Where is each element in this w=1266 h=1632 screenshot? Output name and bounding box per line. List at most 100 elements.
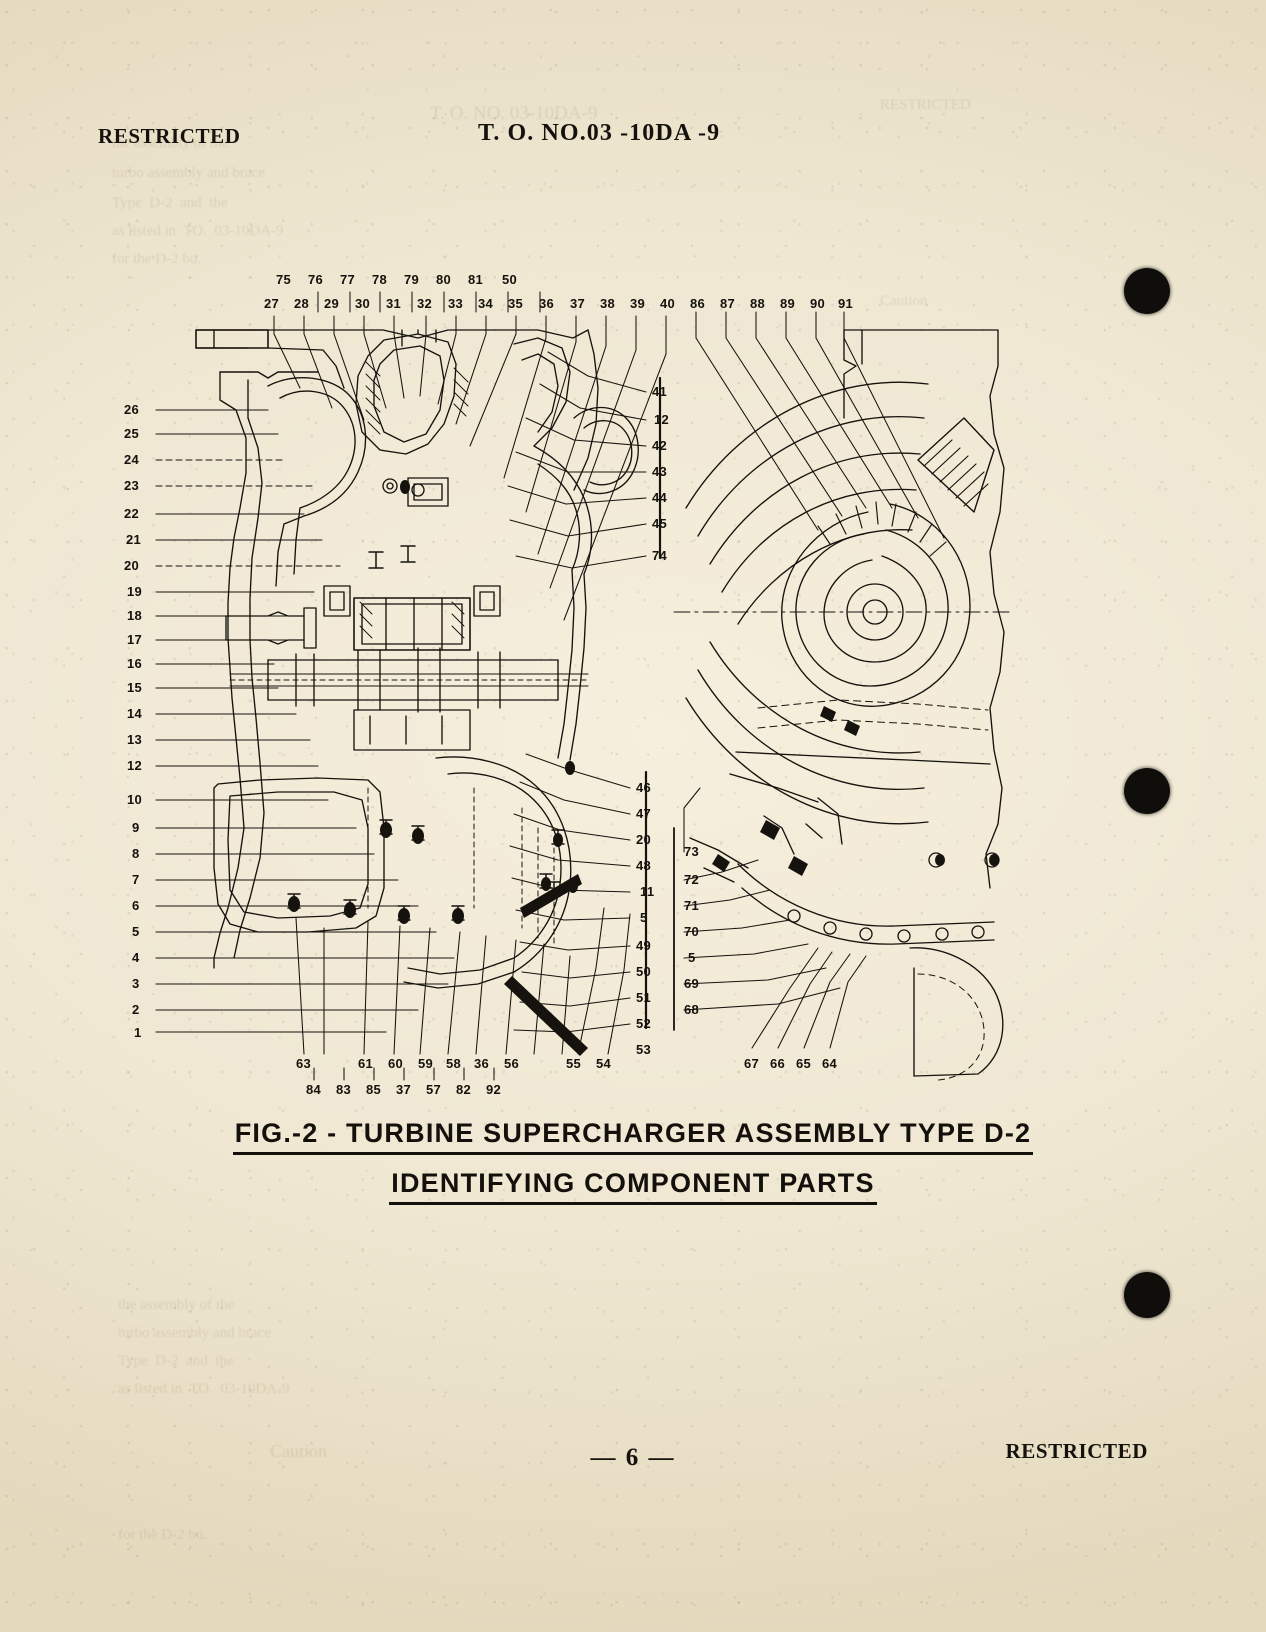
callout-55: 55 — [566, 1056, 582, 1071]
callout-6: 6 — [132, 898, 140, 913]
callout-7: 7 — [132, 872, 140, 887]
callout-44: 44 — [652, 490, 668, 505]
callout-92: 92 — [486, 1082, 502, 1097]
callout-75: 75 — [276, 272, 292, 287]
callout-73: 73 — [684, 844, 700, 859]
callout-87: 87 — [720, 296, 736, 311]
callout-39: 39 — [630, 296, 646, 311]
callout-65: 65 — [796, 1056, 812, 1071]
figure-turbine-supercharger-assembly: 75 76 77 78 79 80 81 50 27 28 29 30 31 3… — [118, 268, 1018, 1098]
callout-76: 76 — [308, 272, 324, 287]
callout-1: 1 — [134, 1025, 142, 1040]
callout-60: 60 — [388, 1056, 404, 1071]
callout-42: 42 — [652, 438, 668, 453]
callout-33: 33 — [448, 296, 464, 311]
callout-84: 84 — [306, 1082, 322, 1097]
callout-23: 23 — [124, 478, 140, 493]
callout-68: 68 — [684, 1002, 700, 1017]
figure-caption-line-2: IDENTIFYING COMPONENT PARTS — [389, 1168, 877, 1205]
callout-47: 47 — [636, 806, 652, 821]
callout-35: 35 — [508, 296, 524, 311]
callout-80: 80 — [436, 272, 452, 287]
callout-58: 58 — [446, 1056, 462, 1071]
callout-32: 32 — [417, 296, 433, 311]
technical-order-number: T. O. NO.03 -10DA -9 — [478, 120, 721, 146]
classification-footer: RESTRICTED — [1005, 1439, 1148, 1463]
callout-12: 12 — [127, 758, 143, 773]
callout-45: 45 — [652, 516, 668, 531]
figure-caption: FIG.-2 - TURBINE SUPERCHARGER ASSEMBLY T… — [0, 1118, 1266, 1205]
callout-61: 61 — [358, 1056, 374, 1071]
callout-69: 69 — [684, 976, 700, 991]
callout-79: 79 — [404, 272, 420, 287]
figure-caption-line-1: FIG.-2 - TURBINE SUPERCHARGER ASSEMBLY T… — [232, 1118, 1034, 1155]
callout-59: 59 — [418, 1056, 434, 1071]
callout-20-center: 20 — [636, 832, 652, 847]
callout-46: 46 — [636, 780, 652, 795]
callout-83: 83 — [336, 1082, 352, 1097]
callout-54: 54 — [596, 1056, 612, 1071]
callout-57: 57 — [426, 1082, 442, 1097]
callout-28: 28 — [294, 296, 310, 311]
callout-49: 49 — [636, 938, 652, 953]
callout-50: 50 — [636, 964, 652, 979]
bleed-line: as listed in TO. 03-10DA-9 — [118, 1381, 290, 1397]
callout-17: 17 — [127, 632, 143, 647]
callout-48: 48 — [636, 858, 652, 873]
callout-3: 3 — [132, 976, 140, 991]
callout-2: 2 — [132, 1002, 140, 1017]
callout-29: 29 — [324, 296, 340, 311]
callout-37-bottom: 37 — [396, 1082, 412, 1097]
callout-88: 88 — [750, 296, 766, 311]
callout-5-right: 5 — [688, 950, 696, 965]
callout-26: 26 — [124, 402, 140, 417]
classification-header: RESTRICTED — [98, 124, 241, 148]
callout-77: 77 — [340, 272, 356, 287]
callout-25: 25 — [124, 426, 140, 441]
callout-10: 10 — [127, 792, 143, 807]
callout-21: 21 — [126, 532, 142, 547]
callout-72: 72 — [684, 872, 700, 887]
callout-90: 90 — [810, 296, 826, 311]
callout-53: 53 — [636, 1042, 652, 1057]
callout-70: 70 — [684, 924, 700, 939]
punch-hole — [1124, 768, 1170, 814]
bleed-line: Type D-2 and the — [112, 195, 228, 211]
callout-9: 9 — [132, 820, 140, 835]
callout-64: 64 — [822, 1056, 838, 1071]
callout-41: 41 — [652, 384, 668, 399]
callout-12-center: 12 — [654, 412, 670, 427]
callout-86: 86 — [690, 296, 706, 311]
bleed-line: RESTRICTED — [880, 97, 971, 113]
punch-hole — [1124, 1272, 1170, 1318]
callout-67: 67 — [744, 1056, 760, 1071]
callout-43: 43 — [652, 464, 668, 479]
bleed-line: for the D-2 bu. — [118, 1527, 208, 1543]
callout-22: 22 — [124, 506, 140, 521]
callout-19: 19 — [127, 584, 143, 599]
callout-5-left: 5 — [132, 924, 140, 939]
callout-31: 31 — [386, 296, 402, 311]
callout-56: 56 — [504, 1056, 520, 1071]
callout-66: 66 — [770, 1056, 786, 1071]
callout-89: 89 — [780, 296, 796, 311]
callout-14: 14 — [127, 706, 143, 721]
punch-hole — [1124, 268, 1170, 314]
callout-74: 74 — [652, 548, 668, 563]
callout-20: 20 — [124, 558, 140, 573]
assembly-drawing — [155, 291, 1015, 1081]
callout-36-bottom: 36 — [474, 1056, 490, 1071]
callout-18: 18 — [127, 608, 143, 623]
bleed-line: turbo assembly and brace — [112, 165, 265, 181]
bleed-line: turbo assembly and brace — [118, 1325, 271, 1341]
callout-52: 52 — [636, 1016, 652, 1031]
callout-51: 51 — [636, 990, 652, 1005]
callout-78: 78 — [372, 272, 388, 287]
callout-37: 37 — [570, 296, 586, 311]
page-number: — 6 — — [590, 1444, 676, 1471]
bleed-line: as listed in TO. 03-10DA-9 — [112, 223, 284, 239]
callout-71: 71 — [684, 898, 700, 913]
callout-91: 91 — [838, 296, 854, 311]
callout-34: 34 — [478, 296, 494, 311]
